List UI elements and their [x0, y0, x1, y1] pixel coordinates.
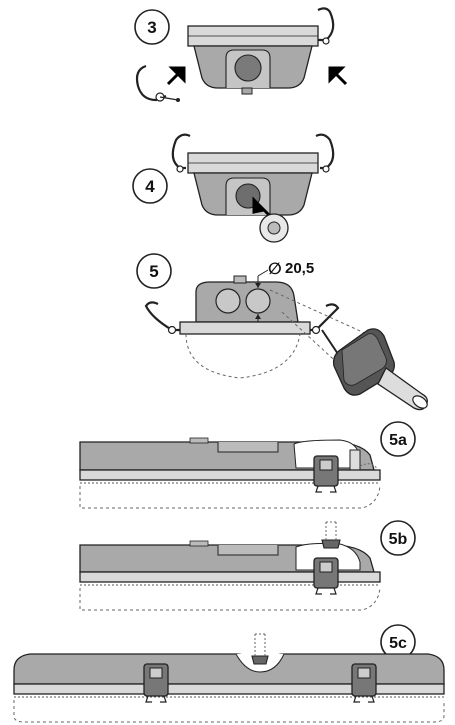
step-5b-badge — [380, 520, 416, 556]
step-3-cable-gland — [234, 54, 262, 82]
step-5c-luminaire-body — [13, 653, 445, 685]
step-5b-cable-gland — [321, 539, 341, 549]
step-5b-number: 5b — [389, 531, 408, 548]
step-5a-number: 5a — [389, 432, 407, 449]
step-5a-badge — [380, 421, 416, 457]
step-5-hole-left — [215, 288, 241, 314]
step-3-illustration: 3 — [134, 7, 348, 102]
step-5-number: 5 — [149, 262, 158, 281]
dimension-symbol: ∅ — [268, 261, 282, 278]
step-5-hole-right — [245, 288, 271, 314]
step-4-number: 4 — [145, 177, 155, 196]
step-5c-base-plate — [13, 683, 445, 695]
step-5c-number: 5c — [389, 635, 407, 652]
step-5c-cable-gland — [251, 655, 269, 665]
step-3-number: 3 — [147, 18, 156, 37]
step-3-right-clip — [317, 7, 335, 42]
step-4-badge — [132, 168, 168, 204]
step-5b-base-plate — [79, 571, 381, 583]
step-3-left-clip — [135, 64, 167, 102]
step-5-right-clip — [310, 303, 340, 332]
step-4-left-clip — [171, 133, 191, 170]
step-5c-illustration: 5c — [13, 624, 445, 723]
step-3-arrow-left — [166, 66, 186, 86]
step-5-base-plate — [179, 321, 311, 335]
step-5a-illustration: 5a — [79, 421, 416, 509]
step-3-badge — [134, 9, 170, 45]
step-5-left-clip — [144, 301, 180, 332]
step-4-illustration: 4 — [132, 133, 335, 243]
step-5-illustration: 5 ∅ 20,5 — [136, 253, 428, 411]
step-5a-diffuser-outline — [79, 485, 381, 509]
step-5-diffuser-outline — [185, 333, 301, 379]
step-5c-diffuser-outline — [13, 700, 445, 723]
step-4-right-clip — [315, 133, 335, 170]
step-5b-diffuser-outline — [79, 587, 381, 611]
step-5a-base-plate — [79, 469, 381, 481]
step-5b-illustration: 5b — [79, 520, 416, 611]
punch-tool — [321, 328, 428, 411]
dimension-value: 20,5 — [285, 260, 314, 277]
step-5-badge — [136, 253, 172, 289]
step-3-arrow-right — [328, 66, 348, 86]
